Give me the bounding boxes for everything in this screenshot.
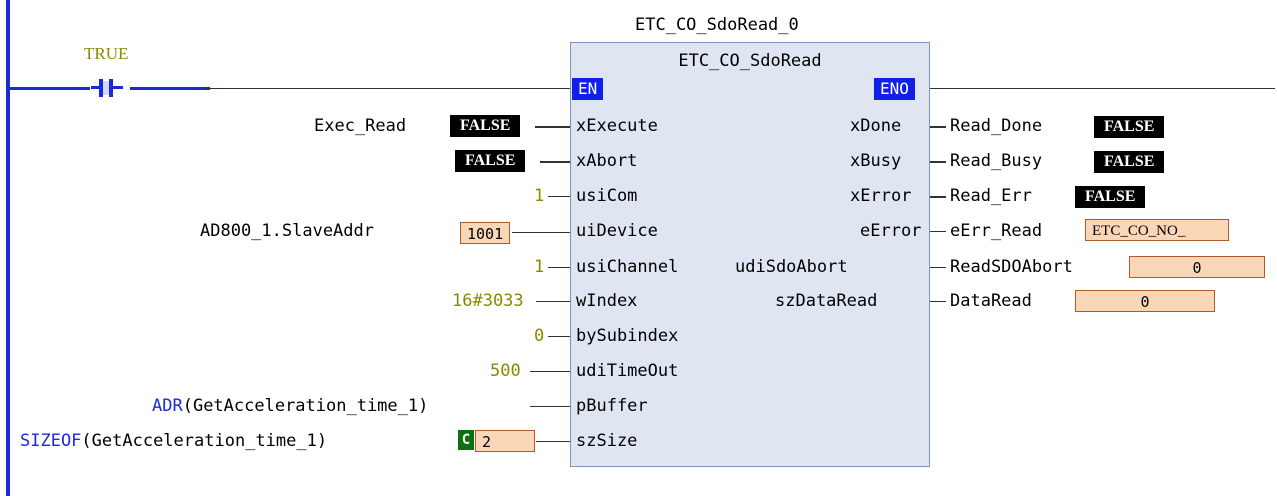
value-box-uiDevice[interactable]: 1001 bbox=[460, 222, 511, 244]
pin-pBuffer: pBuffer bbox=[576, 396, 648, 416]
left-power-rail bbox=[6, 0, 10, 496]
pin-xDone: xDone bbox=[850, 116, 902, 136]
output-var-szDataRead[interactable]: DataRead bbox=[950, 291, 1032, 311]
contact-label: TRUE bbox=[84, 44, 129, 63]
input-expr-udiTimeOut[interactable]: 500 bbox=[490, 361, 521, 381]
input-wire bbox=[530, 371, 570, 372]
input-wire bbox=[540, 161, 570, 163]
pin-xError: xError bbox=[850, 186, 912, 206]
value-badge-xBusy[interactable]: FALSE bbox=[1094, 151, 1165, 173]
input-expr-wIndex[interactable]: 16#3033 bbox=[452, 291, 524, 311]
value-box-udiSdoAbort[interactable]: 0 bbox=[1129, 256, 1265, 278]
value-box-szSize[interactable]: 2 bbox=[475, 430, 535, 452]
output-wire bbox=[930, 196, 946, 198]
constant-flag-icon: C bbox=[458, 430, 474, 450]
value-badge-xError[interactable]: FALSE bbox=[1075, 186, 1146, 208]
adr-argument: (GetAcceleration_time_1) bbox=[182, 396, 429, 416]
input-expr-usiChannel[interactable]: 1 bbox=[534, 257, 545, 277]
value-badge-xAbort[interactable]: FALSE bbox=[455, 150, 526, 172]
pin-usiCom: usiCom bbox=[576, 186, 638, 206]
input-wire bbox=[512, 232, 570, 233]
input-wire bbox=[536, 441, 570, 442]
instance-name[interactable]: ETC_CO_SdoRead_0 bbox=[635, 15, 799, 35]
en-wire bbox=[205, 88, 570, 89]
input-wire bbox=[548, 267, 570, 268]
value-box-eError[interactable]: ETC_CO_NO_ bbox=[1085, 219, 1229, 241]
output-var-xError[interactable]: Read_Err bbox=[950, 186, 1032, 206]
output-var-eError[interactable]: eErr_Read bbox=[950, 221, 1043, 241]
pin-bySubindex: bySubindex bbox=[576, 326, 679, 346]
input-expr-usiCom[interactable]: 1 bbox=[534, 186, 545, 206]
input-expr-pBuffer[interactable]: ADR(GetAcceleration_time_1) bbox=[152, 396, 428, 416]
sizeof-argument: (GetAcceleration_time_1) bbox=[81, 431, 328, 451]
pin-szDataRead: szDataRead bbox=[775, 291, 878, 311]
block-type-title: ETC_CO_SdoRead bbox=[678, 51, 822, 71]
input-expr-uiDevice[interactable]: AD800_1.SlaveAddr bbox=[200, 221, 374, 241]
output-wire bbox=[930, 301, 946, 302]
eno-wire bbox=[930, 88, 1275, 89]
eno-pin[interactable]: ENO bbox=[874, 78, 915, 100]
output-wire bbox=[930, 267, 946, 268]
output-var-xDone[interactable]: Read_Done bbox=[950, 116, 1043, 136]
input-wire bbox=[530, 406, 570, 407]
value-box-szDataRead[interactable]: 0 bbox=[1075, 290, 1215, 312]
pin-udiSdoAbort: udiSdoAbort bbox=[735, 257, 848, 277]
output-var-xBusy[interactable]: Read_Busy bbox=[950, 151, 1043, 171]
pin-udiTimeOut: udiTimeOut bbox=[576, 361, 679, 381]
output-var-udiSdoAbort[interactable]: ReadSDOAbort bbox=[950, 257, 1073, 277]
output-wire bbox=[930, 161, 946, 163]
input-wire bbox=[548, 336, 570, 337]
input-expr-bySubindex[interactable]: 0 bbox=[534, 326, 545, 346]
input-expr-xExecute[interactable]: Exec_Read bbox=[314, 116, 407, 136]
output-wire bbox=[930, 231, 946, 232]
pin-szSize: szSize bbox=[576, 431, 638, 451]
pin-usiChannel: usiChannel bbox=[576, 257, 679, 277]
pin-xBusy: xBusy bbox=[850, 151, 902, 171]
input-wire bbox=[548, 196, 570, 197]
value-badge-xExecute[interactable]: FALSE bbox=[450, 115, 521, 137]
pin-uiDevice: uiDevice bbox=[576, 221, 658, 241]
pin-eError: eError bbox=[860, 221, 922, 241]
input-expr-szSize[interactable]: SIZEOF(GetAcceleration_time_1) bbox=[20, 431, 327, 451]
value-badge-xDone[interactable]: FALSE bbox=[1094, 116, 1165, 138]
adr-operator: ADR bbox=[152, 396, 183, 416]
normally-open-contact-icon[interactable] bbox=[90, 78, 130, 100]
pin-wIndex: wIndex bbox=[576, 291, 638, 311]
function-block[interactable]: ETC_CO_SdoRead bbox=[570, 42, 930, 467]
en-pin[interactable]: EN bbox=[572, 78, 604, 100]
input-wire bbox=[536, 301, 570, 302]
pin-xExecute: xExecute bbox=[576, 116, 658, 136]
sizeof-operator: SIZEOF bbox=[20, 431, 82, 451]
output-wire bbox=[930, 126, 946, 128]
pin-xAbort: xAbort bbox=[576, 151, 638, 171]
input-wire bbox=[535, 126, 570, 128]
